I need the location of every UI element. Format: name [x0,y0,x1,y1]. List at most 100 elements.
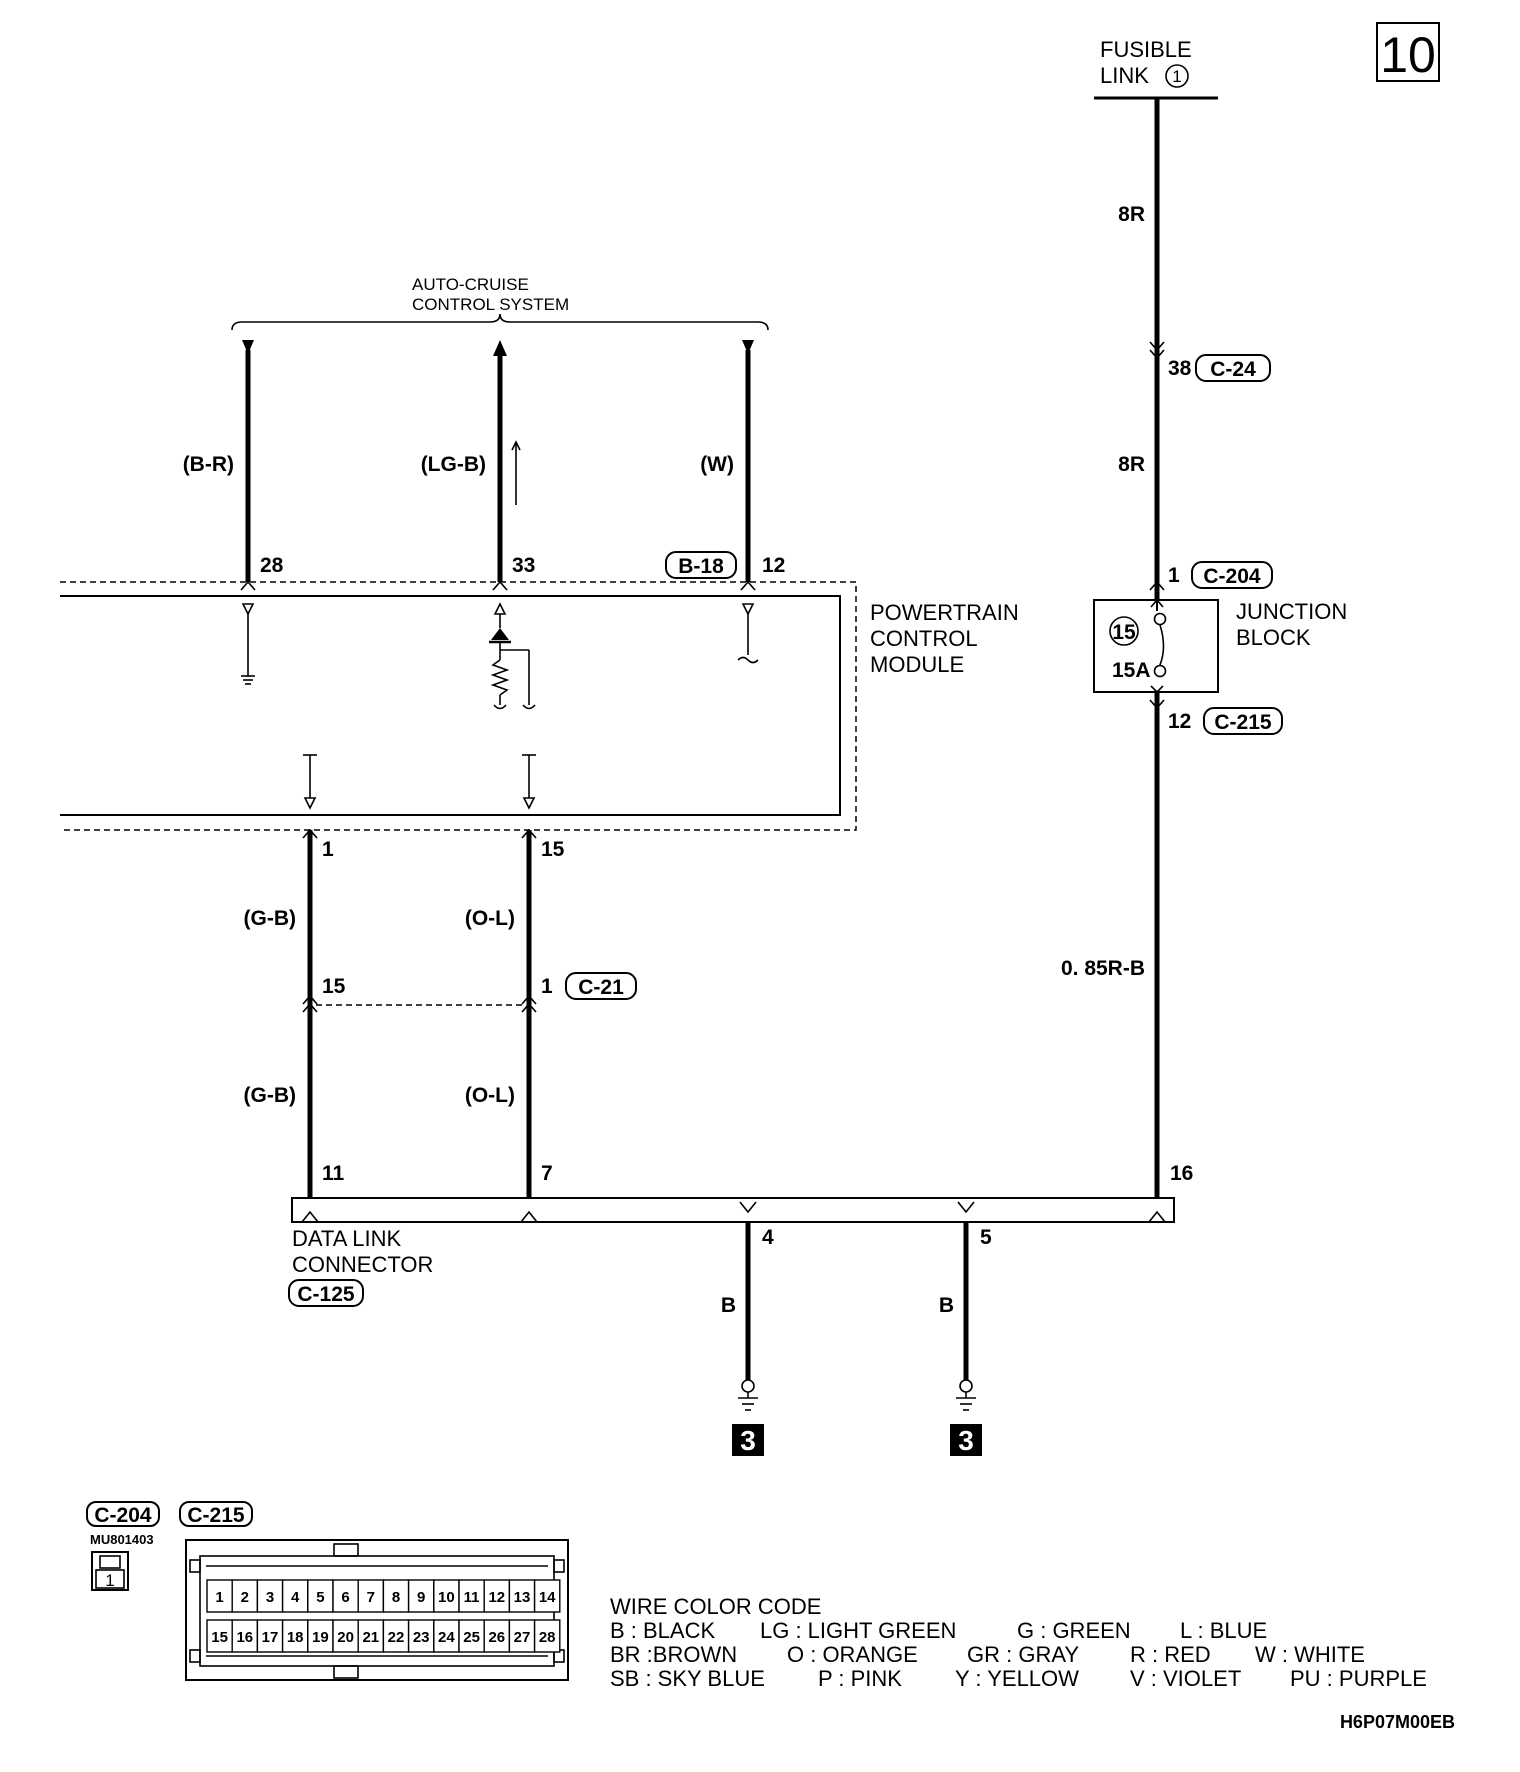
connector-pin-label: 23 [413,1629,430,1646]
connector-pin-label: 12 [488,1589,505,1606]
connector-pin-cell [433,1579,460,1613]
connector-pin-cell [483,1579,511,1613]
wire-label-ol-lower: (O-L) [465,1084,515,1107]
connector-pin-label: 25 [463,1629,480,1646]
color-code-entry: P : PINK [818,1666,902,1691]
connector-pin-label: 22 [388,1629,405,1646]
connector-c21: C-21 [578,976,624,999]
junction-block: 15 15A JUNCTION BLOCK [1093,598,1347,694]
connector-pin-label: 17 [262,1629,279,1646]
color-code-entry: B : BLACK [610,1618,715,1643]
connector-pin-cell [281,1579,309,1613]
connector-pin-label: 20 [337,1629,354,1646]
legend-single-pin: 1 [105,1571,114,1590]
color-code-entry: G : GREEN [1017,1618,1131,1643]
pin-1-pcm: 1 [322,838,334,861]
color-code-entry: GR : GRAY [967,1642,1079,1667]
drawing-code: H6P07M00EB [1340,1712,1455,1732]
junction-block-line1: JUNCTION [1236,599,1347,624]
connector-pin-label: 26 [488,1629,505,1646]
connector-pin-cell [332,1579,359,1613]
pin-7: 7 [541,1162,553,1185]
pin-5: 5 [980,1226,992,1249]
connector-pin-label: 14 [539,1589,556,1606]
fusible-link-line2: LINK [1100,63,1149,88]
connector-pin-label: 1 [215,1589,223,1606]
connector-pin-cell [332,1619,359,1653]
fusible-link-number: 1 [1172,67,1181,86]
color-code-entry: Y : YELLOW [955,1666,1079,1691]
connector-pin-label: 27 [514,1629,531,1646]
pcm-line3: MODULE [870,652,964,677]
connector-pin-label: 7 [367,1589,375,1606]
connector-pin-cell [433,1619,460,1653]
connector-pin-label: 11 [464,1589,480,1606]
connector-pin-cell [357,1579,385,1613]
page-number: 10 [1380,27,1436,83]
connector-pin-label: 18 [287,1629,304,1646]
connector-pin-label: 28 [539,1629,556,1646]
connector-pin-label: 9 [417,1589,425,1606]
pcm-line1: POWERTRAIN [870,600,1019,625]
wire-gb: 1 (G-B) 15 (G-B) 11 [244,828,346,1198]
color-code-entry: O : ORANGE [787,1642,918,1667]
junction-block-line2: BLOCK [1236,625,1311,650]
connector-c204: C-204 [1203,565,1261,588]
connector-pin-label: 13 [514,1589,531,1606]
connector-pin-cell [256,1579,284,1613]
connector-pin-cell [407,1579,435,1613]
pin-12-c215: 12 [1168,710,1191,733]
ground-wire-pin5: 5 B 3 [939,1222,992,1456]
wire-label-br: (B-R) [183,453,234,476]
wire-8r: 8R 38 C-24 8R 1 C-204 [1118,98,1273,600]
connector-pin-label: 5 [316,1589,324,1606]
auto-cruise-line2: CONTROL SYSTEM [412,295,569,314]
data-link-connector: DATA LINK CONNECTOR C-125 [288,1197,1175,1307]
color-code-entry: PU : PURPLE [1290,1666,1427,1691]
connector-pin-label: 24 [438,1629,455,1646]
pin-1-c21: 1 [541,975,553,998]
connector-pin-label: 16 [236,1629,253,1646]
wire-w: (W) B-18 12 [665,340,785,591]
color-code-entry: V : VIOLET [1130,1666,1241,1691]
connector-pin-cell [206,1579,233,1613]
ground-ref-2: 3 [958,1425,974,1456]
connector-pin-label: 6 [341,1589,349,1606]
connector-pin-label: 2 [241,1589,249,1606]
connector-pin-cell [533,1579,561,1613]
connector-pin-cell [281,1619,309,1653]
fusible-link-line1: FUSIBLE [1100,37,1192,62]
pin-38: 38 [1168,357,1192,380]
pin-16: 16 [1170,1162,1193,1185]
wire-label-b2: B [939,1294,954,1317]
wire-label-085rb: 0. 85R-B [1061,957,1145,980]
wire-lgb: (LG-B) 33 [421,340,535,591]
connector-pin-cell [533,1619,561,1653]
connector-pin-cell [256,1619,284,1653]
fuse-number: 15 [1112,621,1136,644]
wire-label-gb-lower: (G-B) [244,1084,296,1107]
auto-cruise-line1: AUTO-CRUISE [412,275,529,294]
connector-pin-label: 8 [392,1589,400,1606]
pin-1-c204: 1 [1168,564,1180,587]
color-code-entry: L : BLUE [1180,1618,1267,1643]
wire-color-code-title: WIRE COLOR CODE [610,1594,821,1619]
wire-label-ol-upper: (O-L) [465,907,515,930]
wire-label-gb-upper: (G-B) [244,907,296,930]
connector-pin-cell [307,1619,334,1653]
legend-c215: C-215 [187,1504,245,1527]
wire-label-b1: B [721,1294,736,1317]
legend-c204: C-204 [94,1504,152,1527]
fusible-link: FUSIBLE LINK 1 [1094,37,1218,100]
connector-pin-label: 19 [312,1629,329,1646]
powertrain-control-module: POWERTRAIN CONTROL MODULE [60,581,1019,831]
pcm-line2: CONTROL [870,626,978,651]
fuse-rating: 15A [1112,659,1151,682]
color-code-entry: BR :BROWN [610,1642,737,1667]
